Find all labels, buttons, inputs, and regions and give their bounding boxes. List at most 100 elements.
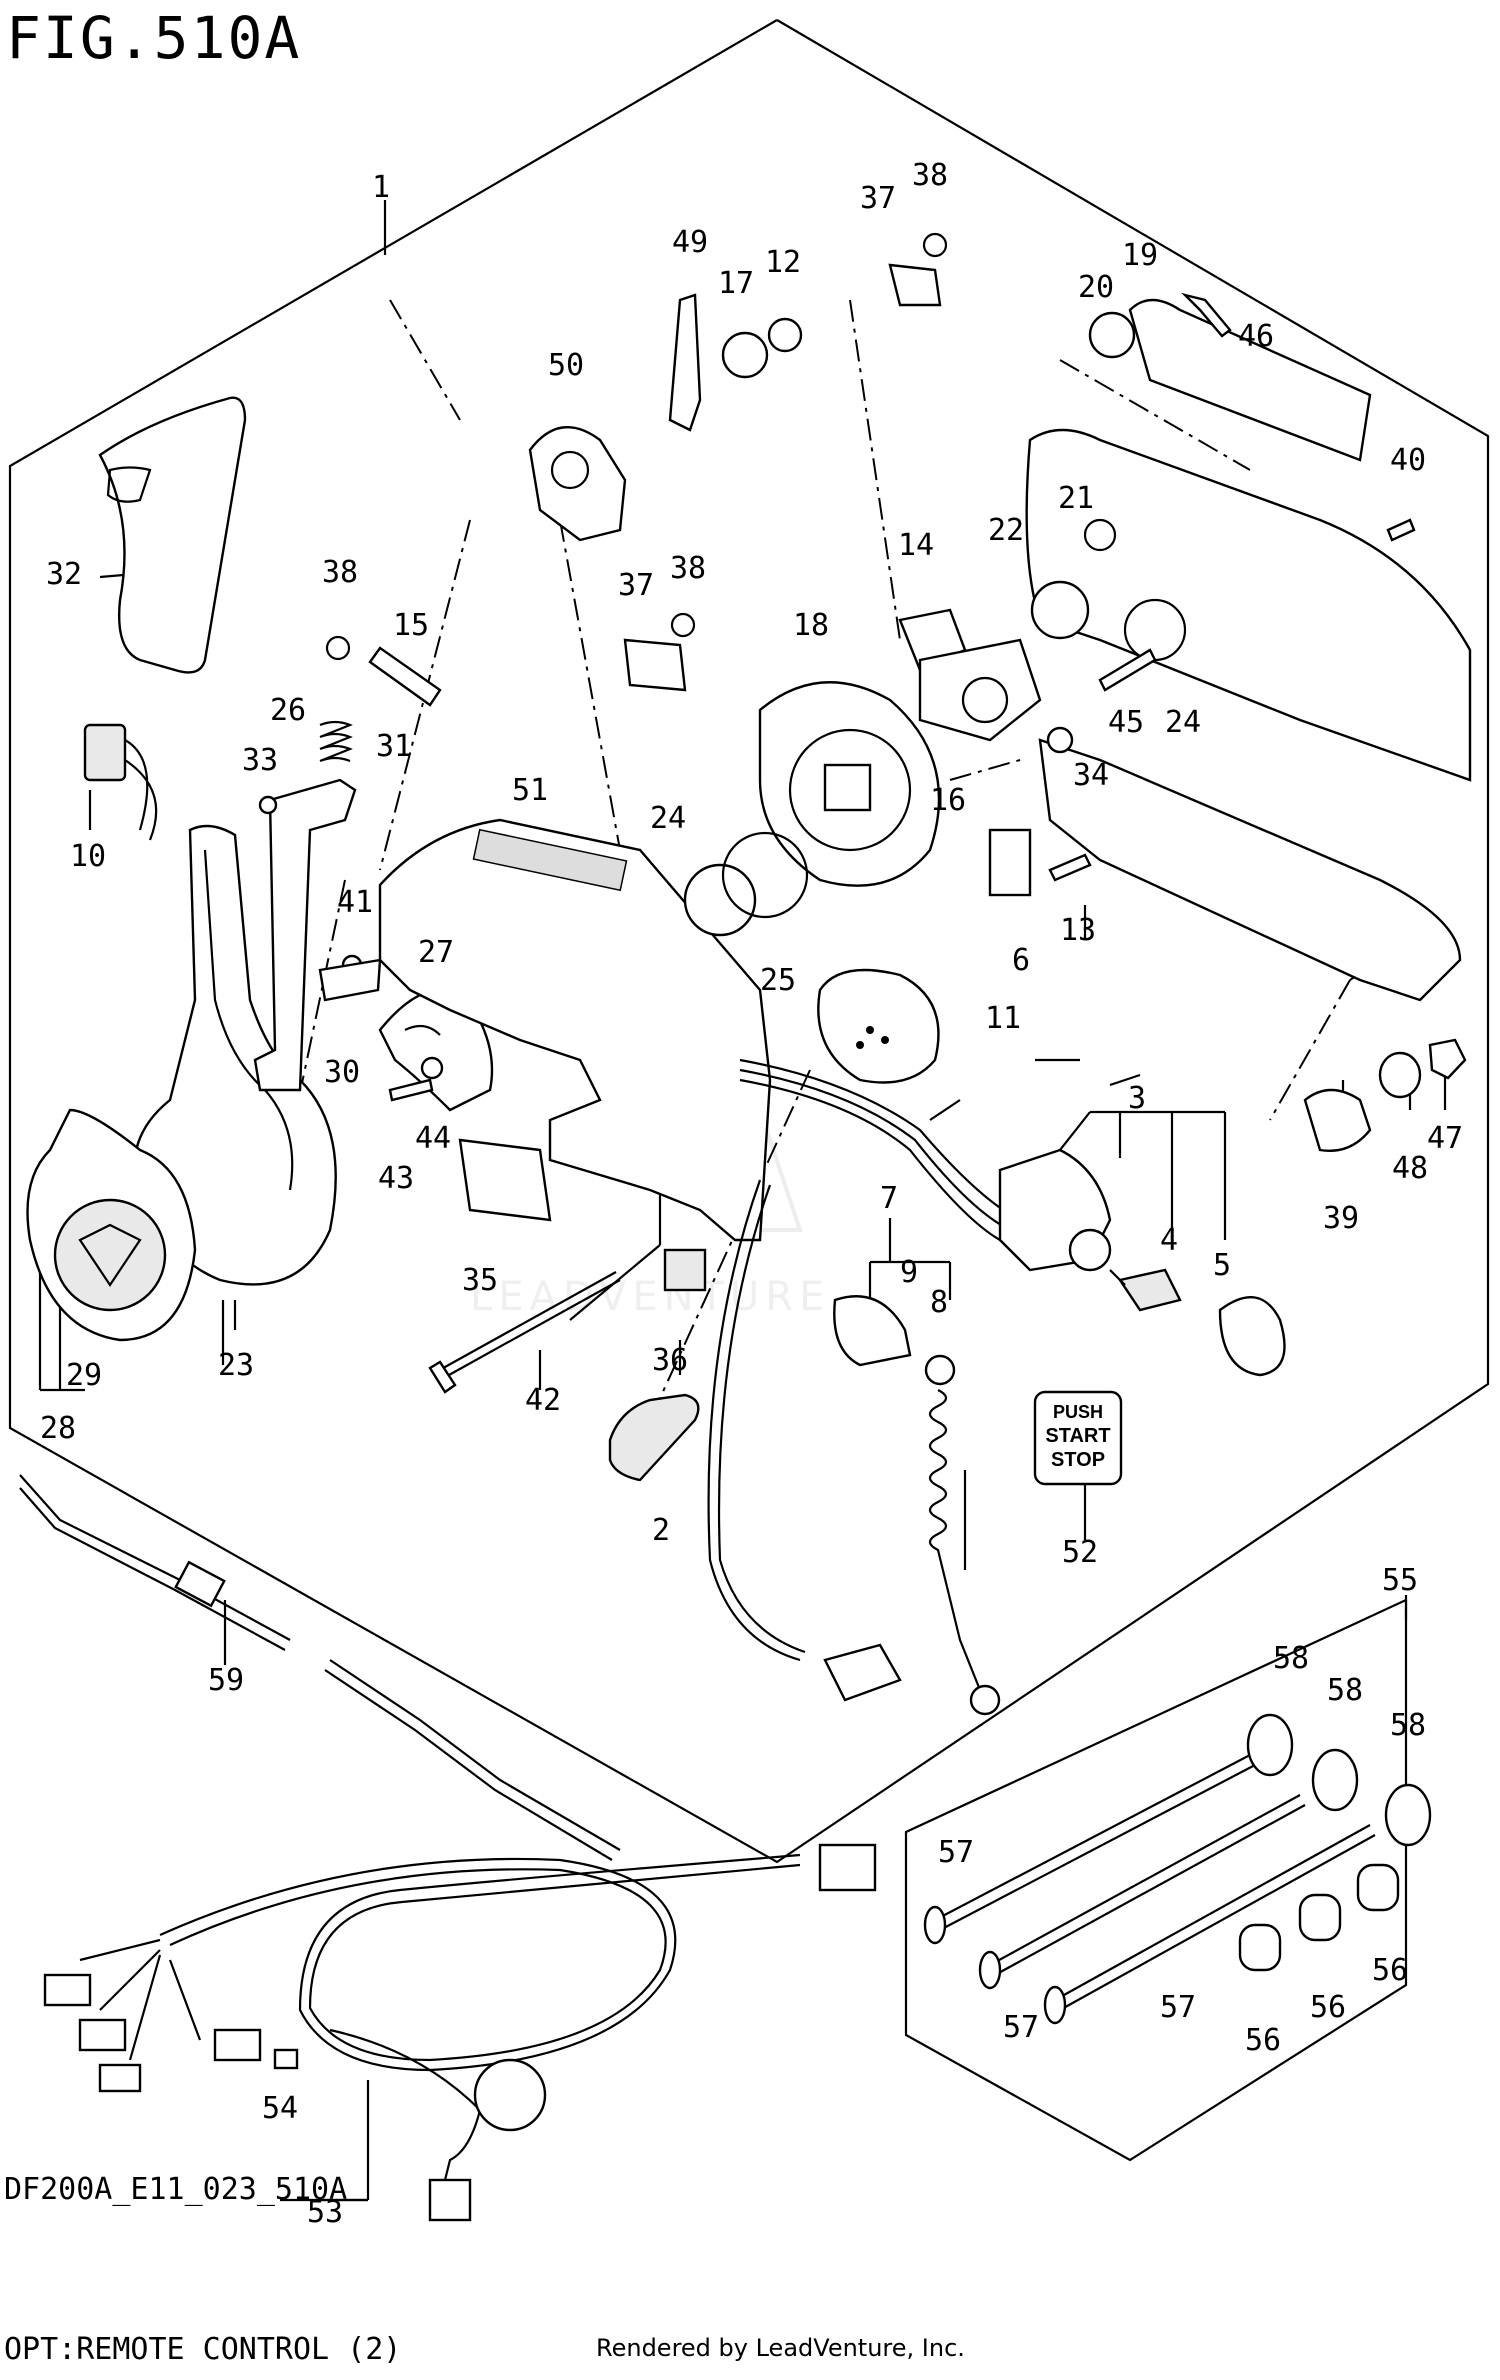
- callout-38-b: 38: [322, 555, 358, 590]
- nut-47: [1428, 1038, 1467, 1080]
- washer-58-a: [1246, 1713, 1294, 1777]
- harness-connector: [823, 1643, 902, 1702]
- ring-25: [721, 831, 809, 919]
- screw-13: [1048, 853, 1092, 882]
- callout-59: 59: [208, 1663, 244, 1698]
- figure-subtitle: OPT:REMOTE CONTROL (2): [4, 2332, 402, 2367]
- callout-29: 29: [66, 1358, 102, 1393]
- callout-33: 33: [242, 743, 278, 778]
- callout-8: 8: [930, 1285, 948, 1320]
- washer-44: [420, 1056, 444, 1080]
- stop-switch-9: [833, 1295, 912, 1367]
- callout-14: 14: [898, 528, 934, 563]
- hub-emblem-29: [53, 1198, 167, 1312]
- harness-round-connector: [473, 2058, 547, 2132]
- bushing-21: [1083, 518, 1117, 552]
- callout-55: 55: [1382, 1563, 1418, 1598]
- spacer-56-b: [1298, 1893, 1342, 1942]
- bushing-34: [1046, 726, 1074, 754]
- callout-37-a: 37: [860, 181, 896, 216]
- callout-27: 27: [418, 935, 454, 970]
- callout-37-b: 37: [618, 568, 654, 603]
- switch-6: [988, 828, 1032, 897]
- callout-58-a: 58: [1273, 1641, 1309, 1676]
- callout-25: 25: [760, 963, 796, 998]
- lever-49: [668, 293, 702, 432]
- gear-22: [1030, 580, 1090, 640]
- housing-label-strip: [472, 828, 628, 892]
- callout-15: 15: [393, 608, 429, 643]
- knob-39: [1303, 1088, 1372, 1152]
- callout-16: 16: [930, 783, 966, 818]
- callout-22: 22: [988, 513, 1024, 548]
- callout-41: 41: [337, 885, 373, 920]
- clip-38-a: [325, 635, 351, 661]
- plate-2: [608, 1393, 700, 1482]
- ring-24: [683, 863, 757, 937]
- callout-44: 44: [415, 1121, 451, 1156]
- callout-58-b: 58: [1327, 1673, 1363, 1708]
- spacer-56-c: [1356, 1863, 1400, 1912]
- watermark-text: LEADVENTURE: [470, 1274, 830, 1320]
- callout-28: 28: [40, 1411, 76, 1446]
- pin-15: [368, 646, 442, 707]
- callout-18: 18: [793, 608, 829, 643]
- washer-12: [767, 317, 803, 353]
- callout-35: 35: [462, 1263, 498, 1298]
- push-label: PUSH: [1053, 1402, 1103, 1422]
- callout-57-c: 57: [1160, 1990, 1196, 2025]
- clip-38-c: [922, 232, 948, 258]
- callout-52: 52: [1062, 1535, 1098, 1570]
- callout-39: 39: [1323, 1201, 1359, 1236]
- stop-label: STOP: [1051, 1449, 1105, 1471]
- callout-24-a: 24: [650, 801, 686, 836]
- key-4: [1118, 1268, 1182, 1312]
- callout-54: 54: [262, 2091, 298, 2126]
- callout-13: 13: [1060, 913, 1096, 948]
- callout-56-a: 56: [1245, 2023, 1281, 2058]
- callout-42: 42: [525, 1383, 561, 1418]
- callout-57-b: 57: [1003, 2010, 1039, 2045]
- side-rail: [1038, 738, 1462, 1002]
- callout-56-b: 56: [1310, 1990, 1346, 2025]
- callout-40: 40: [1390, 443, 1426, 478]
- callout-51: 51: [512, 773, 548, 808]
- knob-5: [1218, 1296, 1286, 1377]
- washer-58-b: [1311, 1748, 1359, 1812]
- side-cover: [1025, 428, 1472, 782]
- callout-38-a: 38: [912, 158, 948, 193]
- buzzer-11: [817, 968, 940, 1084]
- screw-46: [1181, 292, 1232, 338]
- plate-26: [253, 778, 357, 1092]
- callout-53: 53: [307, 2195, 343, 2230]
- callout-31: 31: [376, 729, 412, 764]
- screw-43: [388, 1078, 434, 1102]
- bolt-45: [1098, 648, 1157, 692]
- lanyard-7: [928, 1389, 982, 1691]
- main-housing-51: [378, 818, 772, 1242]
- clamp-37-a: [888, 263, 942, 307]
- callout-34: 34: [1073, 758, 1109, 793]
- cable-59: [19, 1474, 621, 1851]
- assembly-boundary-1: [8, 19, 1490, 1864]
- callout-1: 1: [372, 170, 390, 205]
- callout-21: 21: [1058, 481, 1094, 516]
- callout-23: 23: [218, 1348, 254, 1383]
- callout-56-c: 56: [1372, 1953, 1408, 1988]
- screw-33: [258, 795, 278, 815]
- push-start-stop-button-52: [1033, 1390, 1123, 1486]
- callout-30: 30: [324, 1055, 360, 1090]
- callout-9: 9: [900, 1255, 918, 1290]
- callout-36: 36: [652, 1343, 688, 1378]
- screw-40: [1386, 518, 1416, 542]
- wiring-harness-53: [159, 1853, 801, 2072]
- callout-5: 5: [1213, 1248, 1231, 1283]
- leadventure-watermark-logo: LEADVENTURE: [470, 1108, 830, 1320]
- callout-45: 45: [1108, 705, 1144, 740]
- callout-38-c: 38: [670, 551, 706, 586]
- spring-31: [319, 720, 353, 763]
- harness-plug-right: [818, 1843, 877, 1892]
- clip-35: [458, 1138, 552, 1222]
- callout-32: 32: [46, 557, 82, 592]
